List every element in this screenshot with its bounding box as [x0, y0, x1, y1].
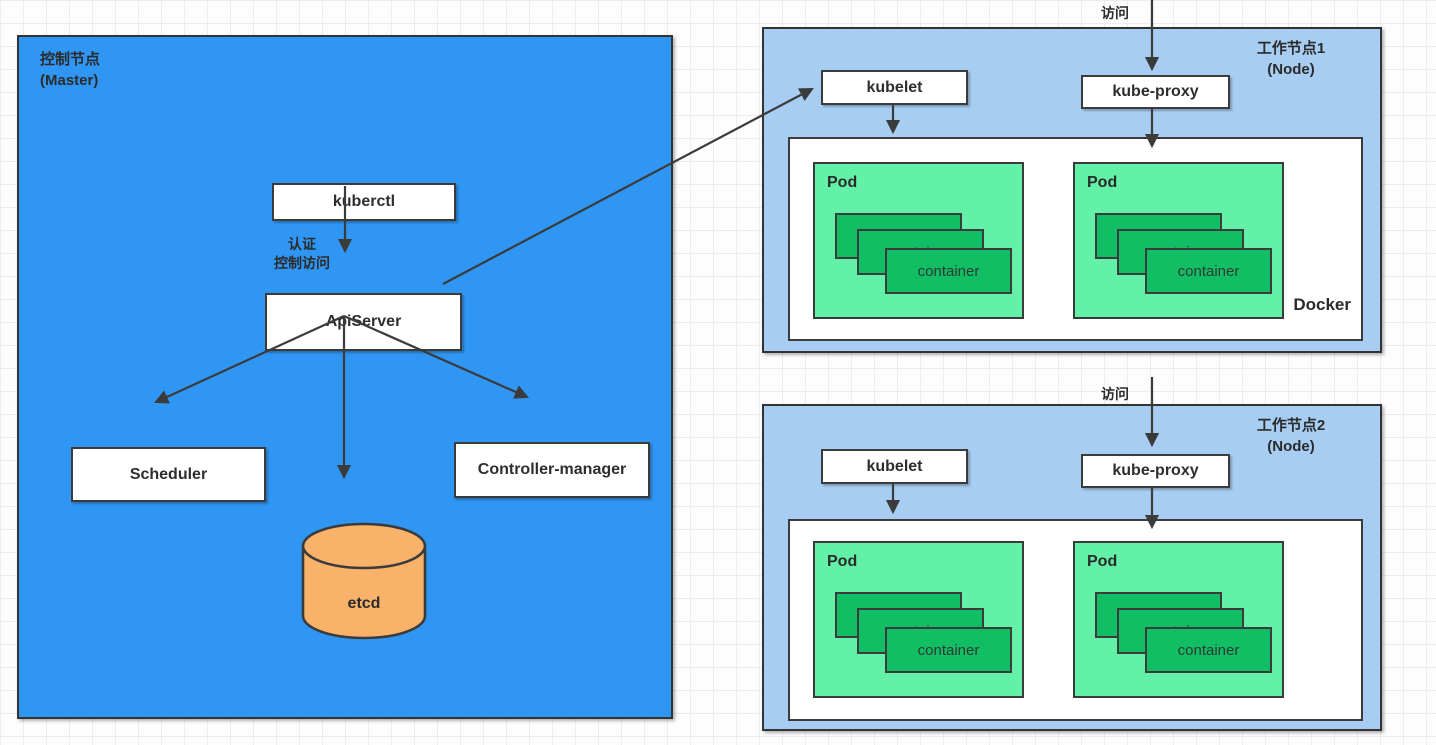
worker-node-2-box: 工作节点2 (Node) kubelet kube-proxy Pod cont… [762, 404, 1382, 731]
docker-label: Docker [1293, 295, 1351, 314]
scheduler-label: Scheduler [129, 465, 208, 483]
etcd-label: etcd [348, 595, 381, 612]
kuberctl-box: kuberctl [272, 183, 456, 221]
container-box: container [1145, 248, 1272, 294]
container-box: container [885, 627, 1012, 673]
worker-node-1-title: 工作节点1 (Node) [1256, 40, 1326, 78]
access-label-node2: 访问 [1101, 386, 1129, 402]
scheduler-box: Scheduler [71, 447, 266, 502]
kuberctl-label: kuberctl [332, 193, 396, 210]
apiserver-label: ApiServer [325, 313, 402, 330]
node2-docker-area: Pod container container container Pod co… [788, 519, 1363, 721]
etcd-cylinder: etcd [301, 522, 427, 640]
node1-kube-proxy-box: kube-proxy [1081, 75, 1230, 109]
node1-kubelet-box: kubelet [821, 70, 968, 105]
node2-kube-proxy-box: kube-proxy [1081, 454, 1230, 488]
kubelet-label: kubelet [866, 78, 923, 96]
node2-pod-1: Pod container container container [813, 541, 1024, 698]
pod-label: Pod [827, 553, 858, 570]
container-box: container [885, 248, 1012, 294]
worker-node-2-title: 工作节点2 (Node) [1256, 417, 1326, 455]
worker-node-1-box: 工作节点1 (Node) kubelet kube-proxy Pod cont… [762, 27, 1382, 353]
pod-label: Pod [827, 174, 858, 191]
node2-pod-2: Pod container container container [1073, 541, 1284, 698]
master-title: 控制节点 (Master) [40, 51, 101, 89]
node2-kubelet-box: kubelet [821, 449, 968, 484]
auth-note: 认证 控制访问 [274, 236, 330, 271]
node1-pod-1: Pod container container container [813, 162, 1024, 319]
apiserver-box: ApiServer [265, 293, 462, 351]
kubelet-label: kubelet [866, 457, 923, 475]
controller-manager-label: Controller-manager [477, 461, 627, 478]
node1-pod-2: Pod container container container [1073, 162, 1284, 319]
kube-proxy-label: kube-proxy [1112, 462, 1199, 479]
kube-proxy-label: kube-proxy [1112, 83, 1199, 100]
access-label-node1: 访问 [1101, 5, 1129, 21]
pod-label: Pod [1087, 174, 1118, 191]
node1-docker-area: Pod container container container Pod co… [788, 137, 1363, 341]
master-node-box: 控制节点 (Master) kuberctl 认证 控制访问 ApiServer… [17, 35, 673, 719]
controller-manager-box: Controller-manager [454, 442, 650, 498]
container-box: container [1145, 627, 1272, 673]
pod-label: Pod [1087, 553, 1118, 570]
